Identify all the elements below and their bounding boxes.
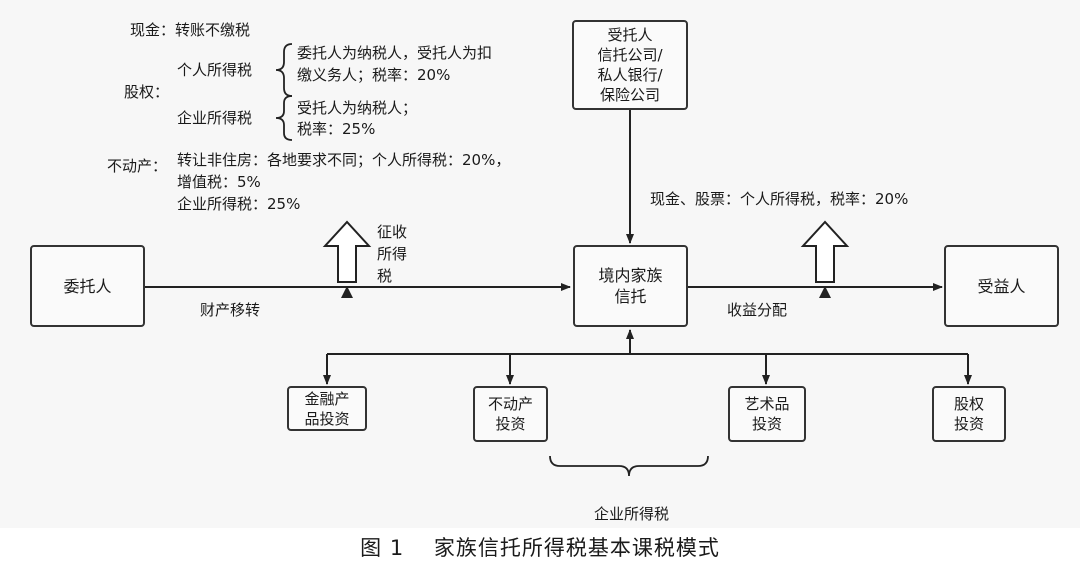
family-trust-box: 境内家族 信托 bbox=[573, 245, 688, 327]
tax-point-marker-right bbox=[819, 286, 831, 298]
brace-cit bbox=[275, 95, 293, 141]
settlor-label: 委托人 bbox=[63, 276, 112, 296]
equity-investment-label: 股权 投资 bbox=[953, 395, 984, 433]
pit-note-line2: 缴义务人；税率：20% bbox=[297, 66, 451, 84]
realestate-investment-box: 不动产 投资 bbox=[473, 386, 548, 442]
family-trust-label: 境内家族 信托 bbox=[598, 266, 663, 306]
pit-note-line1: 委托人为纳税人，受托人为扣 bbox=[297, 44, 493, 62]
figure-caption: 图 1 家族信托所得税基本课税模式 bbox=[0, 528, 1080, 570]
realestate-label: 不动产： bbox=[107, 157, 168, 175]
realestate-investment-label: 不动产 投资 bbox=[487, 395, 533, 433]
finance-investment-label: 金融产 品投资 bbox=[304, 389, 350, 428]
levy-label-line3: 税 bbox=[377, 267, 393, 285]
beneficiary-label: 受益人 bbox=[977, 276, 1026, 296]
trustee-box: 受托人 信托公司/ 私人银行/ 保险公司 bbox=[572, 20, 688, 110]
realestate-note-line3: 企业所得税：25% bbox=[177, 195, 301, 213]
tax-point-marker-left bbox=[341, 286, 353, 298]
realestate-note-line1: 转让非住房：各地要求不同；个人所得税：20%， bbox=[177, 151, 511, 169]
tax-levy-arrow-left bbox=[322, 220, 372, 283]
brace-pit bbox=[275, 43, 293, 97]
levy-label-line2: 所得 bbox=[377, 245, 408, 263]
tax-levy-arrow-right bbox=[800, 220, 850, 283]
trustee-label: 受托人 信托公司/ 私人银行/ 保险公司 bbox=[597, 26, 663, 104]
levy-label-line1: 征收 bbox=[377, 223, 408, 241]
enterprise-tax-label: 企业所得税 bbox=[594, 505, 670, 523]
equity-investment-box: 股权 投资 bbox=[932, 386, 1006, 442]
cit-note-line1: 受托人为纳税人； bbox=[297, 99, 418, 117]
finance-investment-box: 金融产 品投资 bbox=[287, 386, 367, 431]
distribution-label: 收益分配 bbox=[727, 301, 788, 319]
pit-label: 个人所得税 bbox=[177, 61, 253, 79]
settlor-box: 委托人 bbox=[30, 245, 145, 327]
cash-tax-note: 现金：转账不缴税 bbox=[130, 21, 251, 39]
realestate-note-line2: 增值税：5% bbox=[177, 173, 261, 191]
cit-note-line2: 税率：25% bbox=[297, 120, 376, 138]
connector-layer bbox=[145, 43, 972, 477]
brace-enterprise-tax bbox=[549, 455, 709, 477]
art-investment-box: 艺术品 投资 bbox=[728, 386, 806, 442]
art-investment-label: 艺术品 投资 bbox=[744, 395, 790, 433]
distribution-tax-note: 现金、股票：个人所得税，税率：20% bbox=[650, 190, 909, 208]
beneficiary-box: 受益人 bbox=[944, 245, 1059, 327]
cit-label: 企业所得税 bbox=[177, 109, 253, 127]
equity-label: 股权： bbox=[124, 83, 170, 101]
transfer-label: 财产移转 bbox=[200, 301, 261, 319]
